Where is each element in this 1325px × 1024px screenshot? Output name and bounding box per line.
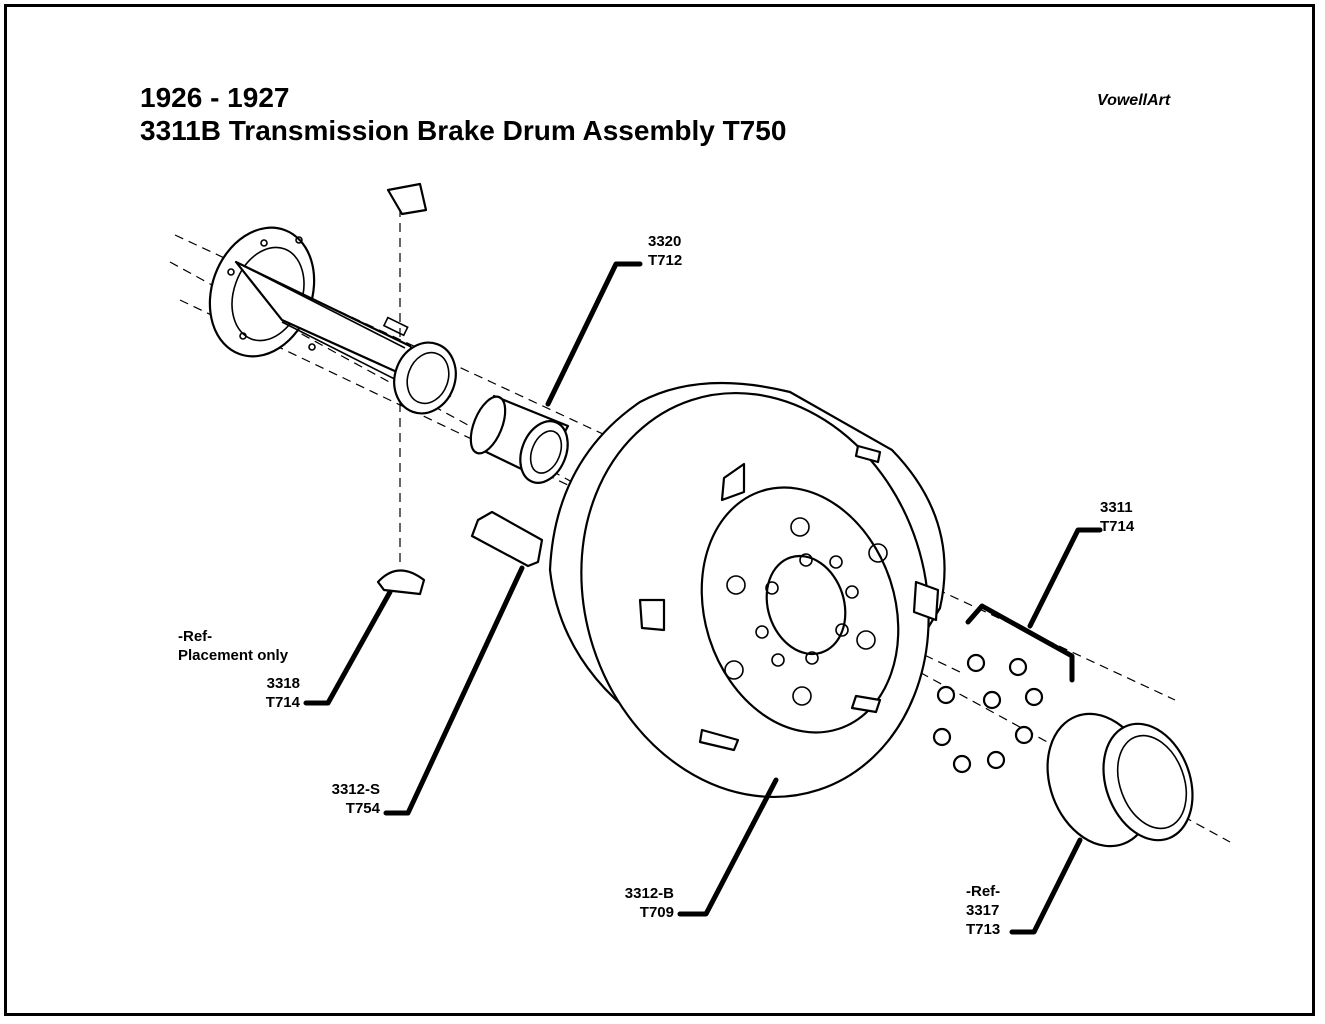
part-number: 3318: [266, 675, 300, 692]
callout-3318-note: -Ref- Placement only: [178, 627, 288, 665]
ref-note: -Ref-: [966, 883, 1001, 900]
ref-number: T709: [639, 904, 674, 921]
artist-credit: VowellArt: [1097, 92, 1171, 109]
leader-3312-b: [677, 777, 779, 917]
ref-number: T714: [1100, 518, 1135, 535]
ref-number: T714: [265, 694, 300, 711]
ref-note: -Ref-: [178, 628, 213, 645]
leader-3320: [545, 261, 643, 407]
leader-3311: [965, 527, 1103, 683]
leader-3312-s: [383, 565, 525, 816]
part-number: 3312-B: [624, 885, 674, 902]
part-number: 3311: [1100, 499, 1133, 516]
part-number: 3312-S: [331, 781, 380, 798]
callout-3312-b: 3312-B T709: [608, 884, 674, 922]
callout-3320: 3320 T712: [648, 232, 682, 270]
ref-number: T713: [966, 921, 1001, 938]
ref-number: T712: [648, 252, 683, 269]
callout-3317: -Ref- 3317 T713: [966, 882, 1000, 939]
leader-3317: [1009, 837, 1083, 935]
gear-3317: [1046, 712, 1194, 848]
callout-3311: 3311 T714: [1100, 498, 1134, 536]
shaft-flange-part: [208, 226, 457, 415]
rivets-3311: [932, 653, 1044, 774]
leader-3318: [303, 589, 393, 706]
woodruff-key-3318: [376, 569, 426, 596]
title-years: 1926 - 1927: [140, 82, 290, 113]
page-title: 3311B Transmission Brake Drum Assembly T…: [140, 115, 787, 146]
part-number: 3320: [648, 233, 682, 250]
bushing-3320: [469, 394, 570, 484]
placement-note: Placement only: [178, 647, 289, 664]
ref-number: T754: [345, 800, 380, 817]
brake-drum-3312-b: [548, 381, 946, 799]
key-3312-s: [470, 510, 544, 568]
callout-3318: 3318 T714: [240, 674, 300, 712]
woodruff-key-top: [386, 182, 428, 216]
callout-3312-s: 3312-S T754: [316, 780, 380, 818]
part-number: 3317: [966, 902, 1000, 919]
